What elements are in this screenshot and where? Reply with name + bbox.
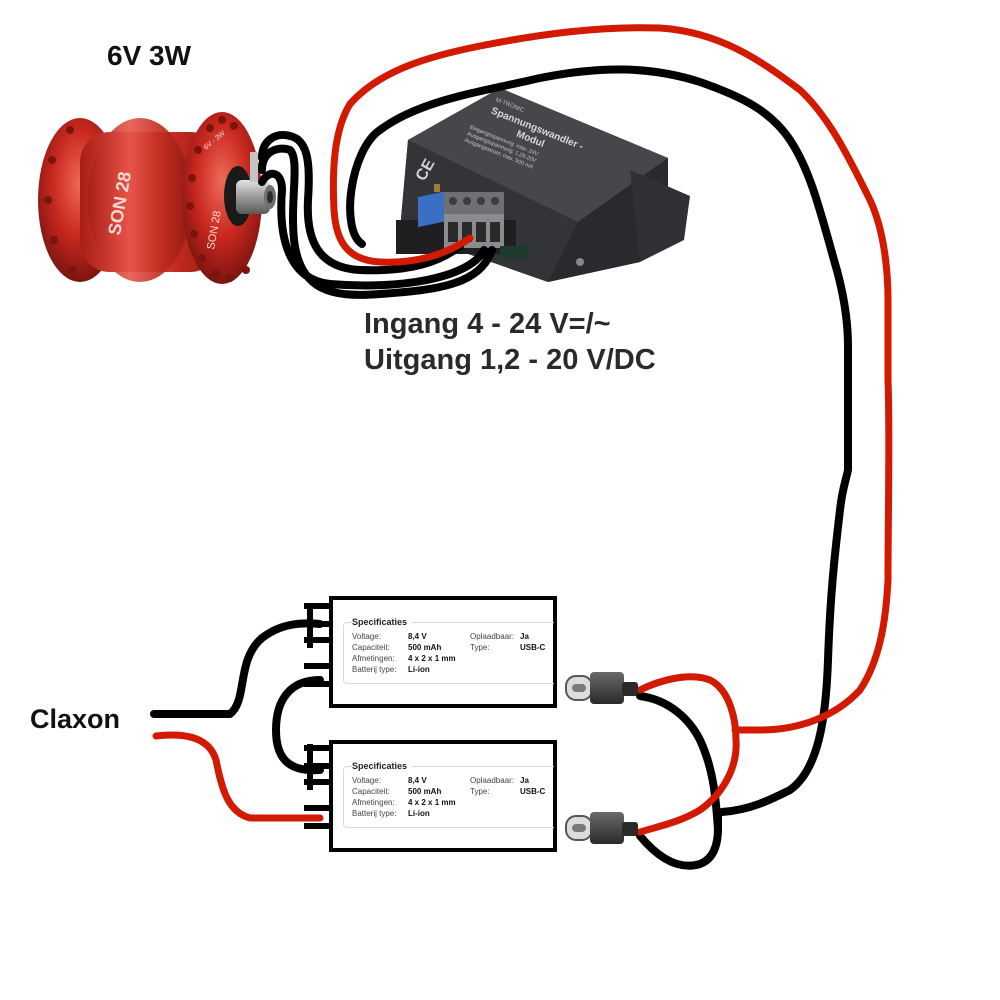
spec-row: Capaciteit: 500 mAh Type: USB-C xyxy=(352,786,545,797)
spec-value: Li-ion xyxy=(408,809,430,818)
spec-value: 8,4 V xyxy=(408,632,427,641)
spec-title: Specificaties xyxy=(352,617,412,628)
spec-key: Capaciteit: xyxy=(352,787,390,796)
spec-key: Batterij type: xyxy=(352,809,397,818)
spec-row: Afmetingen: 4 x 2 x 1 mm xyxy=(352,653,545,664)
spoke-holes xyxy=(44,116,250,282)
spec-row: Capaciteit: 500 mAh Type: USB-C xyxy=(352,642,545,653)
spec-key: Afmetingen: xyxy=(352,654,395,663)
battery-terminals xyxy=(304,603,330,829)
wire-usb1-negative xyxy=(636,692,722,834)
spec-card: Specificaties Voltage: 8,4 V Oplaadbaar:… xyxy=(343,761,554,828)
converter-mount-flange xyxy=(630,170,690,262)
wire-hub-to-converter-3 xyxy=(258,169,488,290)
wire-hub-to-converter-2 xyxy=(258,144,496,299)
converter-pcb-edge xyxy=(500,246,528,258)
wire-converter-out-negative xyxy=(346,65,852,816)
spec-key: Afmetingen: xyxy=(352,798,395,807)
spec-key: Batterij type: xyxy=(352,665,397,674)
spec-value: 4 x 2 x 1 mm xyxy=(408,654,456,663)
spec-value: Ja xyxy=(520,776,529,785)
spec-value: 500 mAh xyxy=(408,787,442,796)
converter-output-label: Uitgang 1,2 - 20 V/DC xyxy=(364,344,656,376)
battery-pack-2: Specificaties Voltage: 8,4 V Oplaadbaar:… xyxy=(329,740,557,852)
hub-connector-tab xyxy=(250,152,258,182)
converter-top-face xyxy=(408,88,668,222)
hub-axle-nut xyxy=(236,180,270,214)
mount-screw xyxy=(576,258,584,266)
spec-value: Ja xyxy=(520,632,529,641)
red-wires xyxy=(152,24,893,836)
claxon-label: Claxon xyxy=(30,704,121,734)
wire-claxon-positive xyxy=(152,731,324,822)
spec-key: Capaciteit: xyxy=(352,643,390,652)
spec-grid: Voltage: 8,4 V Oplaadbaar: Ja Capaciteit… xyxy=(352,631,545,675)
spec-value: USB-C xyxy=(520,643,546,652)
spec-key: Voltage: xyxy=(352,776,381,785)
spec-row: Batterij type: Li-ion xyxy=(352,808,545,819)
spec-title: Specificaties xyxy=(352,761,412,772)
spec-key: Oplaadbaar: xyxy=(470,776,515,785)
usb-c-plug-2 xyxy=(565,812,638,844)
spec-value: 500 mAh xyxy=(408,643,442,652)
spec-card: Specificaties Voltage: 8,4 V Oplaadbaar:… xyxy=(343,617,554,684)
wire-usb2-negative xyxy=(636,808,722,870)
voltage-converter-module: M-TRONIC Spannungswandler - Modul Eingan… xyxy=(396,88,690,282)
wire-converter-out-positive xyxy=(329,24,893,734)
wire-hub-to-converter-1 xyxy=(258,131,464,275)
screw-terminal-block xyxy=(444,192,504,248)
spec-value: 8,4 V xyxy=(408,776,427,785)
spec-key: Type: xyxy=(470,643,490,652)
spec-key: Type: xyxy=(470,787,490,796)
spec-key: Voltage: xyxy=(352,632,381,641)
wire-claxon-negative xyxy=(150,619,324,718)
spec-value: USB-C xyxy=(520,787,546,796)
dynamo-hub: SON 28 SON 28 6V - 3W xyxy=(38,112,276,284)
wire-battery-link xyxy=(272,676,324,775)
wire-usb1-positive xyxy=(636,673,740,836)
spec-grid: Voltage: 8,4 V Oplaadbaar: Ja Capaciteit… xyxy=(352,775,545,819)
hub-right-flange xyxy=(182,112,262,284)
spec-row: Voltage: 8,4 V Oplaadbaar: Ja xyxy=(352,631,545,642)
spec-row: Batterij type: Li-ion xyxy=(352,664,545,675)
spec-key: Oplaadbaar: xyxy=(470,632,515,641)
trimmer-potentiometer xyxy=(418,184,444,228)
battery-pack-1: Specificaties Voltage: 8,4 V Oplaadbaar:… xyxy=(329,596,557,708)
usb-c-plug-1 xyxy=(565,672,638,704)
hub-shell xyxy=(88,118,192,282)
converter-input-label: Ingang 4 - 24 V=/~ xyxy=(364,308,611,340)
hub-rating-label: 6V 3W xyxy=(107,40,192,71)
spec-row: Voltage: 8,4 V Oplaadbaar: Ja xyxy=(352,775,545,786)
spec-row: Afmetingen: 4 x 2 x 1 mm xyxy=(352,797,545,808)
converter-spec-label: Ingang 4 - 24 V=/~ Uitgang 1,2 - 20 V/DC xyxy=(364,306,656,378)
spec-value: Li-ion xyxy=(408,665,430,674)
spec-value: 4 x 2 x 1 mm xyxy=(408,798,456,807)
black-wires xyxy=(150,65,852,870)
